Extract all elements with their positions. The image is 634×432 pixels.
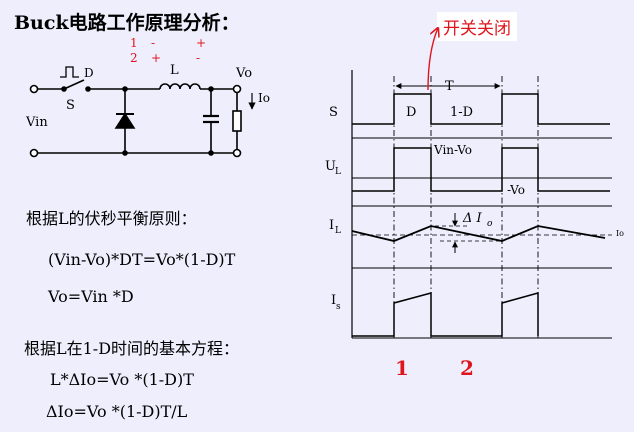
inductor-current-waveform xyxy=(351,225,606,242)
load-resistor xyxy=(232,110,242,132)
polarity-row2-right: - xyxy=(196,51,200,65)
io-average-tag: Io xyxy=(616,229,624,238)
diode-symbol xyxy=(114,112,136,129)
equation-output-voltage: Vo=Vin *D xyxy=(48,287,134,306)
interval-1-marker: 1 xyxy=(395,356,409,380)
polarity-row1-right: + xyxy=(196,36,206,50)
polarity-row2-number: 2 xyxy=(130,51,138,65)
basic-equation-heading: 根据L在1-D时间的基本方程： xyxy=(24,339,240,358)
vo-label: Vo xyxy=(235,66,252,81)
buck-circuit: 1 - + 2 + - D Vin S L xyxy=(25,36,270,158)
switch-current-waveform xyxy=(352,292,539,337)
delta-io-subscript: o xyxy=(487,219,493,229)
il-axis-label: I xyxy=(329,218,334,233)
ul-high-label: Vin-Vo xyxy=(433,143,472,157)
switch-label: S xyxy=(66,98,75,113)
is-axis-subscript: s xyxy=(336,302,341,312)
equation-inductor: L*ΔIo=Vo *(1-D)T xyxy=(50,370,194,389)
waveform-panel: T D 1-D S Vin-Vo -Vo U L Δ I o Io I L I … xyxy=(325,28,624,339)
ul-axis-label: U xyxy=(325,159,336,174)
vin-label: Vin xyxy=(25,115,48,130)
vo-terminal-top xyxy=(232,84,242,94)
vo-terminal-bottom xyxy=(232,148,242,158)
page-title: Buck电路工作原理分析： xyxy=(14,12,240,34)
ul-axis-subscript: L xyxy=(335,167,341,177)
vin-terminal-bottom xyxy=(29,148,39,158)
callout-arrow xyxy=(427,28,438,91)
off-interval-label: 1-D xyxy=(450,105,473,120)
gate-pulse-icon xyxy=(60,66,79,78)
ul-low-label: -Vo xyxy=(507,183,525,197)
switch-waveform xyxy=(352,93,610,125)
inductor-voltage-waveform xyxy=(352,147,610,192)
switch-blade xyxy=(63,79,85,90)
inductor-coil xyxy=(159,83,201,90)
equation-volt-balance: (Vin-Vo)*DT=Vo*(1-D)T xyxy=(48,250,236,269)
volt-second-principle: 根据L的伏秒平衡原则： xyxy=(26,209,197,228)
delta-io-label: Δ I xyxy=(462,211,483,226)
duty-label: D xyxy=(406,105,416,120)
period-label: T xyxy=(445,79,454,94)
inductor-label: L xyxy=(170,63,179,78)
is-axis-label: I xyxy=(331,293,336,308)
s-axis-label: S xyxy=(329,105,338,120)
vin-terminal-top xyxy=(29,84,39,94)
pulse-label: D xyxy=(84,66,94,80)
switch-off-callout: 开关关闭 xyxy=(437,12,517,41)
polarity-row1-number: 1 xyxy=(130,36,138,50)
polarity-row2-left: + xyxy=(151,51,161,65)
equation-delta-io: ΔIo=Vo *(1-D)T/L xyxy=(46,402,188,421)
il-axis-subscript: L xyxy=(335,226,341,236)
interval-2-marker: 2 xyxy=(460,356,474,380)
io-label: Io xyxy=(258,91,270,105)
polarity-row1-left: - xyxy=(151,36,155,50)
